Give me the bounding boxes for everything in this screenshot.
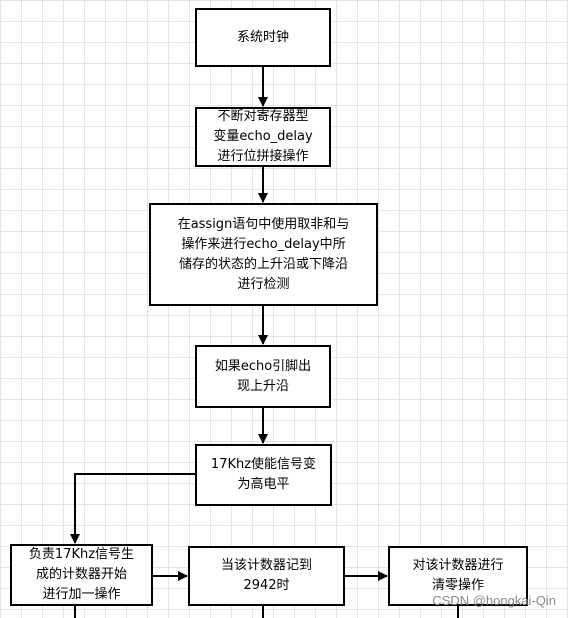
node-text-line: 操作来进行echo_delay中所 xyxy=(181,236,346,252)
node-text-line: 对该计数器进行 xyxy=(412,558,504,573)
node-text-line: 进行位拼接操作 xyxy=(217,149,309,164)
node-enable-high: 17Khz使能信号变 为高电平 xyxy=(195,444,332,506)
node-text-line: 清零操作 xyxy=(431,578,484,593)
node-text-line: 17Khz使能信号变 xyxy=(210,457,317,472)
node-text-line: 在assign语句中使用取非和与 xyxy=(177,216,350,232)
node-text-line: 系统时钟 xyxy=(236,29,289,45)
node-shift-register: 不断对寄存器型 变量echo_delay 进行位拼接操作 xyxy=(195,107,331,167)
node-counter-reach: 当该计数器记到 2942时 xyxy=(188,546,345,606)
arrow-enable-to-counter xyxy=(70,473,196,544)
node-system-clock: 系统时钟 xyxy=(195,8,331,67)
node-edge-detect: 在assign语句中使用取非和与 操作来进行echo_delay中所 储存的状态… xyxy=(149,203,378,306)
node-echo-rising: 如果echo引脚出 现上升沿 xyxy=(195,345,331,408)
node-counter-clear: 对该计数器进行 清零操作 xyxy=(388,546,528,606)
node-text-line: 变量echo_delay xyxy=(213,129,313,144)
node-text-line: 负责17Khz信号生 xyxy=(28,547,135,562)
node-text-line: 不断对寄存器型 xyxy=(217,109,309,124)
node-text-line: 储存的状态的上升沿或下降沿 xyxy=(178,256,348,272)
node-text-line: 成的计数器开始 xyxy=(35,567,127,582)
watermark: CSDN @hongkai-Qin xyxy=(432,593,556,608)
node-text-line: 如果echo引脚出 xyxy=(214,358,312,374)
node-text-line: 现上升沿 xyxy=(236,378,289,394)
node-text-line: 2942时 xyxy=(243,578,290,593)
node-text-line: 为高电平 xyxy=(237,477,290,492)
node-text-line: 进行加一操作 xyxy=(42,587,121,602)
node-text-line: 当该计数器记到 xyxy=(220,558,312,573)
node-text-line: 进行检测 xyxy=(237,276,290,292)
node-counter-increment: 负责17Khz信号生 成的计数器开始 进行加一操作 xyxy=(10,544,153,606)
